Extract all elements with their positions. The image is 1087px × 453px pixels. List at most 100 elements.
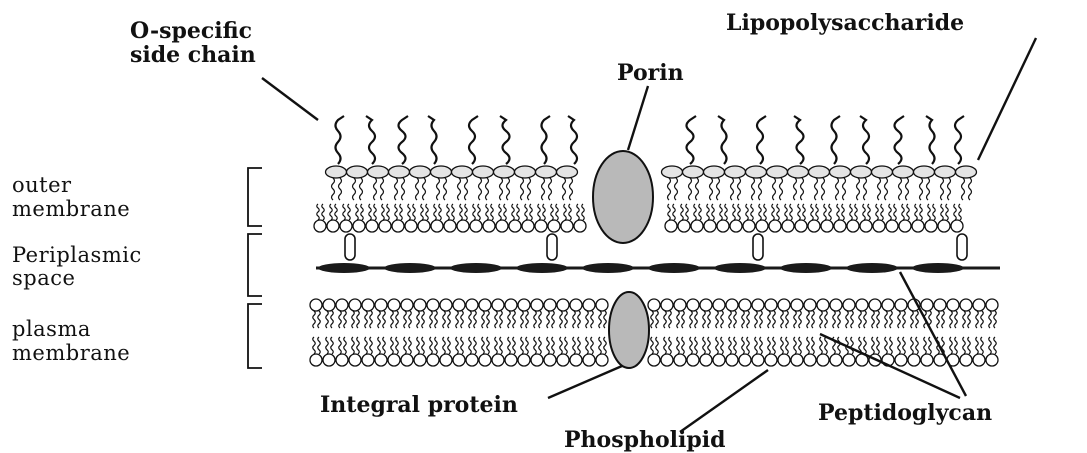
phospholipid-head <box>834 220 846 232</box>
phospholipid-head <box>509 220 521 232</box>
phospholipid-tail <box>439 204 442 220</box>
phospholipid-tail <box>755 337 758 354</box>
phospholipid-head <box>405 220 417 232</box>
phospholipid-tail <box>469 337 472 354</box>
lps-tail <box>423 178 426 200</box>
phospholipid-head <box>856 299 868 311</box>
phospholipid-tail <box>941 204 944 220</box>
phospholipid-tail <box>356 204 359 220</box>
o-specific-side-chain <box>568 116 577 164</box>
lipoprotein <box>345 234 355 260</box>
lps-tail <box>689 178 692 200</box>
phospholipid-tail <box>586 311 589 328</box>
lps-tail <box>864 178 867 200</box>
phospholipid-head <box>830 354 842 366</box>
plasma-membrane-label-line1: plasma <box>12 317 91 341</box>
phospholipid-tail <box>521 337 524 354</box>
phospholipid-head <box>457 220 469 232</box>
lps-head <box>830 166 851 178</box>
lipopolysaccharide-leader-line <box>978 38 1036 160</box>
phospholipid-tail <box>344 337 347 354</box>
porin-leader-line <box>628 86 648 150</box>
phospholipid-tail <box>339 337 342 354</box>
phospholipid-tail <box>915 204 918 220</box>
lipoprotein <box>753 234 763 260</box>
phospholipid-tail <box>543 204 546 220</box>
phospholipid-tail <box>352 337 355 354</box>
phospholipid-tail <box>469 311 472 328</box>
o-specific-side-chain <box>469 116 478 164</box>
phospholipid-head <box>678 220 690 232</box>
phospholipid-tail <box>929 337 932 354</box>
phospholipid-tail <box>903 337 906 354</box>
lps-head <box>662 166 683 178</box>
phospholipid-head <box>795 220 807 232</box>
phospholipid-head <box>804 354 816 366</box>
o-specific-side-chain <box>366 116 375 164</box>
phospholipid-head <box>418 220 430 232</box>
phospholipid-tail <box>703 311 706 328</box>
phospholipid-tail <box>781 337 784 354</box>
lps-head <box>473 166 494 178</box>
phospholipid-tail <box>512 204 515 220</box>
phospholipid-tail <box>712 204 715 220</box>
phospholipid-tail <box>378 337 381 354</box>
phospholipid-tail <box>851 337 854 354</box>
lps-head <box>347 166 368 178</box>
phospholipid-tail <box>721 337 724 354</box>
peptidoglycan-segment <box>912 263 964 273</box>
phospholipid-head <box>704 220 716 232</box>
phospholipid-tail <box>499 204 502 220</box>
plasma-membrane-label-line2: membrane <box>12 341 130 365</box>
phospholipid-head <box>661 354 673 366</box>
phospholipid-head <box>830 299 842 311</box>
phospholipid-tail <box>413 204 416 220</box>
phospholipid-tail <box>452 204 455 220</box>
phospholipid-tail <box>902 204 905 220</box>
phospholipid-head <box>765 354 777 366</box>
phospholipid-tail <box>807 311 810 328</box>
phospholipid-tail <box>395 204 398 220</box>
phospholipid-tail <box>885 311 888 328</box>
lps-head <box>872 166 893 178</box>
phospholipid-tail <box>946 204 949 220</box>
phospholipid-head <box>713 299 725 311</box>
phospholipid-head <box>479 354 491 366</box>
phospholipid-tail <box>591 311 594 328</box>
phospholipid-tail <box>552 337 555 354</box>
phospholipid-head <box>986 299 998 311</box>
phospholipid-tail <box>526 311 529 328</box>
phospholipid-head <box>743 220 755 232</box>
phospholipid-tail <box>954 204 957 220</box>
phospholipid-tail <box>799 337 802 354</box>
o-specific-label-line2: side chain <box>130 42 256 68</box>
phospholipid-tail <box>443 311 446 328</box>
lps-tail <box>486 178 489 200</box>
phospholipid-head <box>349 354 361 366</box>
lps-tail <box>570 178 573 200</box>
phospholipid-head <box>960 354 972 366</box>
phospholipid-head <box>739 354 751 366</box>
phospholipid-tail <box>673 204 676 220</box>
phospholipid-tail <box>760 337 763 354</box>
phospholipid-tail <box>759 204 762 220</box>
lps-tail <box>507 178 510 200</box>
phospholipid-head <box>765 299 777 311</box>
phospholipid-tail <box>734 311 737 328</box>
phospholipid-tail <box>725 204 728 220</box>
phospholipid-tail <box>903 311 906 328</box>
phospholipid-tail <box>391 337 394 354</box>
lps-tail <box>927 178 930 200</box>
phospholipid-tail <box>768 311 771 328</box>
phospholipid-head <box>921 299 933 311</box>
peptidoglycan-segment <box>450 263 502 273</box>
phospholipid-tail <box>599 337 602 354</box>
phospholipid-tail <box>877 337 880 354</box>
phospholipid-tail <box>322 204 325 220</box>
phospholipid-tail <box>720 204 723 220</box>
phospholipid-tail <box>747 337 750 354</box>
lps-tail <box>521 178 524 200</box>
phospholipid-tail <box>474 337 477 354</box>
phospholipid-tail <box>968 337 971 354</box>
phospholipid-tail <box>357 337 360 354</box>
